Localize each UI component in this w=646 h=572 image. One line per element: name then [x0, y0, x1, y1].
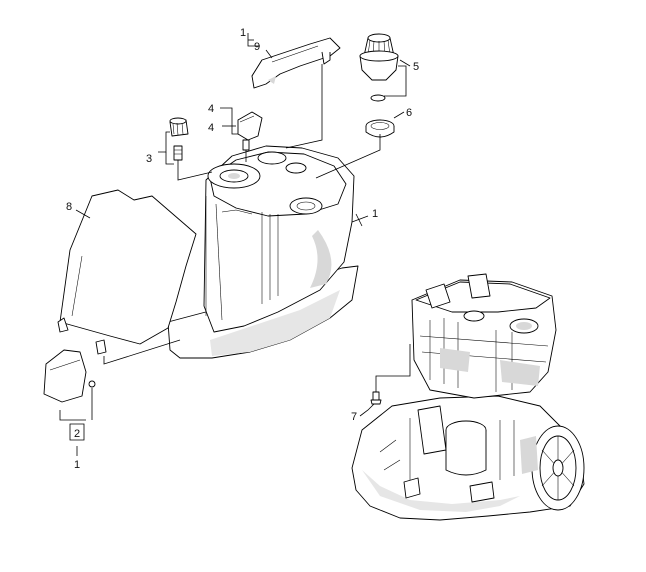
callout-8: 8	[66, 201, 72, 213]
callout-3: 3	[146, 153, 152, 165]
callout-labels: 1 9 5 4 4 6 3 8 1 7 2 1	[66, 27, 419, 471]
callout-5: 5	[413, 61, 419, 73]
callout-1-bottom: 1	[74, 459, 80, 471]
part-5-knob	[359, 33, 399, 102]
part-8-door	[57, 189, 197, 355]
part-4-plug	[237, 111, 263, 151]
callout-1-right: 1	[372, 208, 378, 220]
callout-6: 6	[406, 107, 412, 119]
base-unit	[351, 273, 585, 521]
callout-9: 9	[254, 41, 260, 53]
main-housing	[167, 145, 359, 359]
callout-4-upper: 4	[208, 103, 214, 115]
callout-7: 7	[351, 411, 357, 423]
callout-4-lower: 4	[208, 122, 214, 134]
callout-1-top: 1	[240, 27, 246, 39]
part-3-small-knob	[169, 117, 189, 161]
leader-lines	[59, 33, 411, 456]
callout-2: 2	[74, 428, 80, 440]
part-9-handle	[251, 37, 341, 89]
part-2-cover	[43, 349, 96, 403]
part-7-screw	[370, 391, 382, 405]
